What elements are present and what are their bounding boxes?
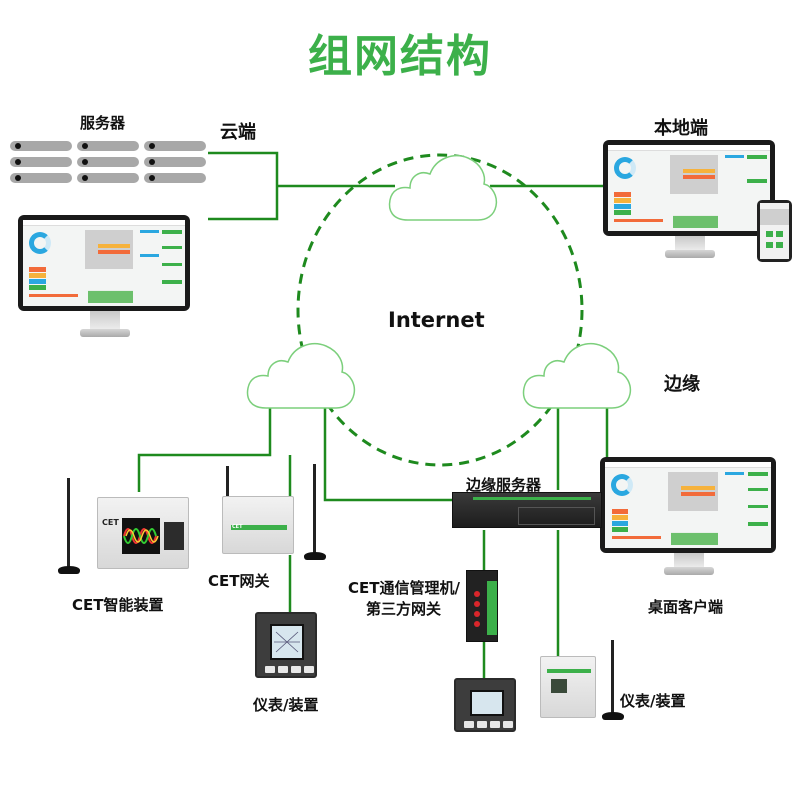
desktop-client-monitor-icon bbox=[600, 457, 776, 577]
servers-label: 服务器 bbox=[80, 114, 126, 132]
local-side-label: 本地端 bbox=[654, 118, 708, 139]
brand-logo: CET bbox=[102, 518, 119, 527]
antenna-icon bbox=[226, 466, 229, 500]
meter-device-right-label: 仪表/装置 bbox=[620, 692, 686, 710]
cet-smart-device-label: CET智能装置 bbox=[72, 596, 164, 614]
local-monitor-icon bbox=[603, 140, 775, 260]
edge-server-label: 边缘服务器 bbox=[466, 476, 542, 494]
comm-manager-label-line2: 第三方网关 bbox=[366, 600, 442, 618]
cet-gateway-label: CET网关 bbox=[208, 572, 270, 590]
edge-server-device bbox=[452, 492, 602, 528]
smartphone-icon bbox=[757, 200, 792, 262]
link-left-cloud-to-devices bbox=[137, 405, 272, 492]
internet-label: Internet bbox=[388, 308, 485, 332]
cloud-icon-top bbox=[388, 154, 498, 221]
meter-device-center bbox=[454, 678, 516, 732]
cet-smart-device: CET bbox=[97, 497, 189, 569]
comm-manager-label-line1: CET通信管理机/ bbox=[348, 579, 460, 597]
cloud-icon-left bbox=[246, 342, 356, 409]
comm-manager-device bbox=[466, 570, 498, 642]
link-left-cloud-to-edge-server bbox=[323, 405, 452, 502]
meter-device-left bbox=[255, 612, 317, 678]
cloud-side-label: 云端 bbox=[220, 122, 256, 143]
cloud-icon-right bbox=[522, 342, 632, 409]
cloud-monitor-icon bbox=[18, 215, 190, 340]
waveform-icon bbox=[123, 528, 159, 544]
phasor-icon bbox=[274, 631, 300, 653]
cet-gateway-device: CET bbox=[222, 496, 294, 554]
io-device-right bbox=[540, 656, 596, 718]
page-title: 组网结构 bbox=[308, 31, 492, 82]
internet-ring bbox=[296, 153, 584, 467]
desktop-client-label: 桌面客户端 bbox=[648, 598, 724, 616]
meter-device-left-label: 仪表/装置 bbox=[253, 696, 319, 714]
edge-label: 边缘 bbox=[664, 374, 700, 395]
link-servers-to-bracket bbox=[208, 151, 279, 221]
